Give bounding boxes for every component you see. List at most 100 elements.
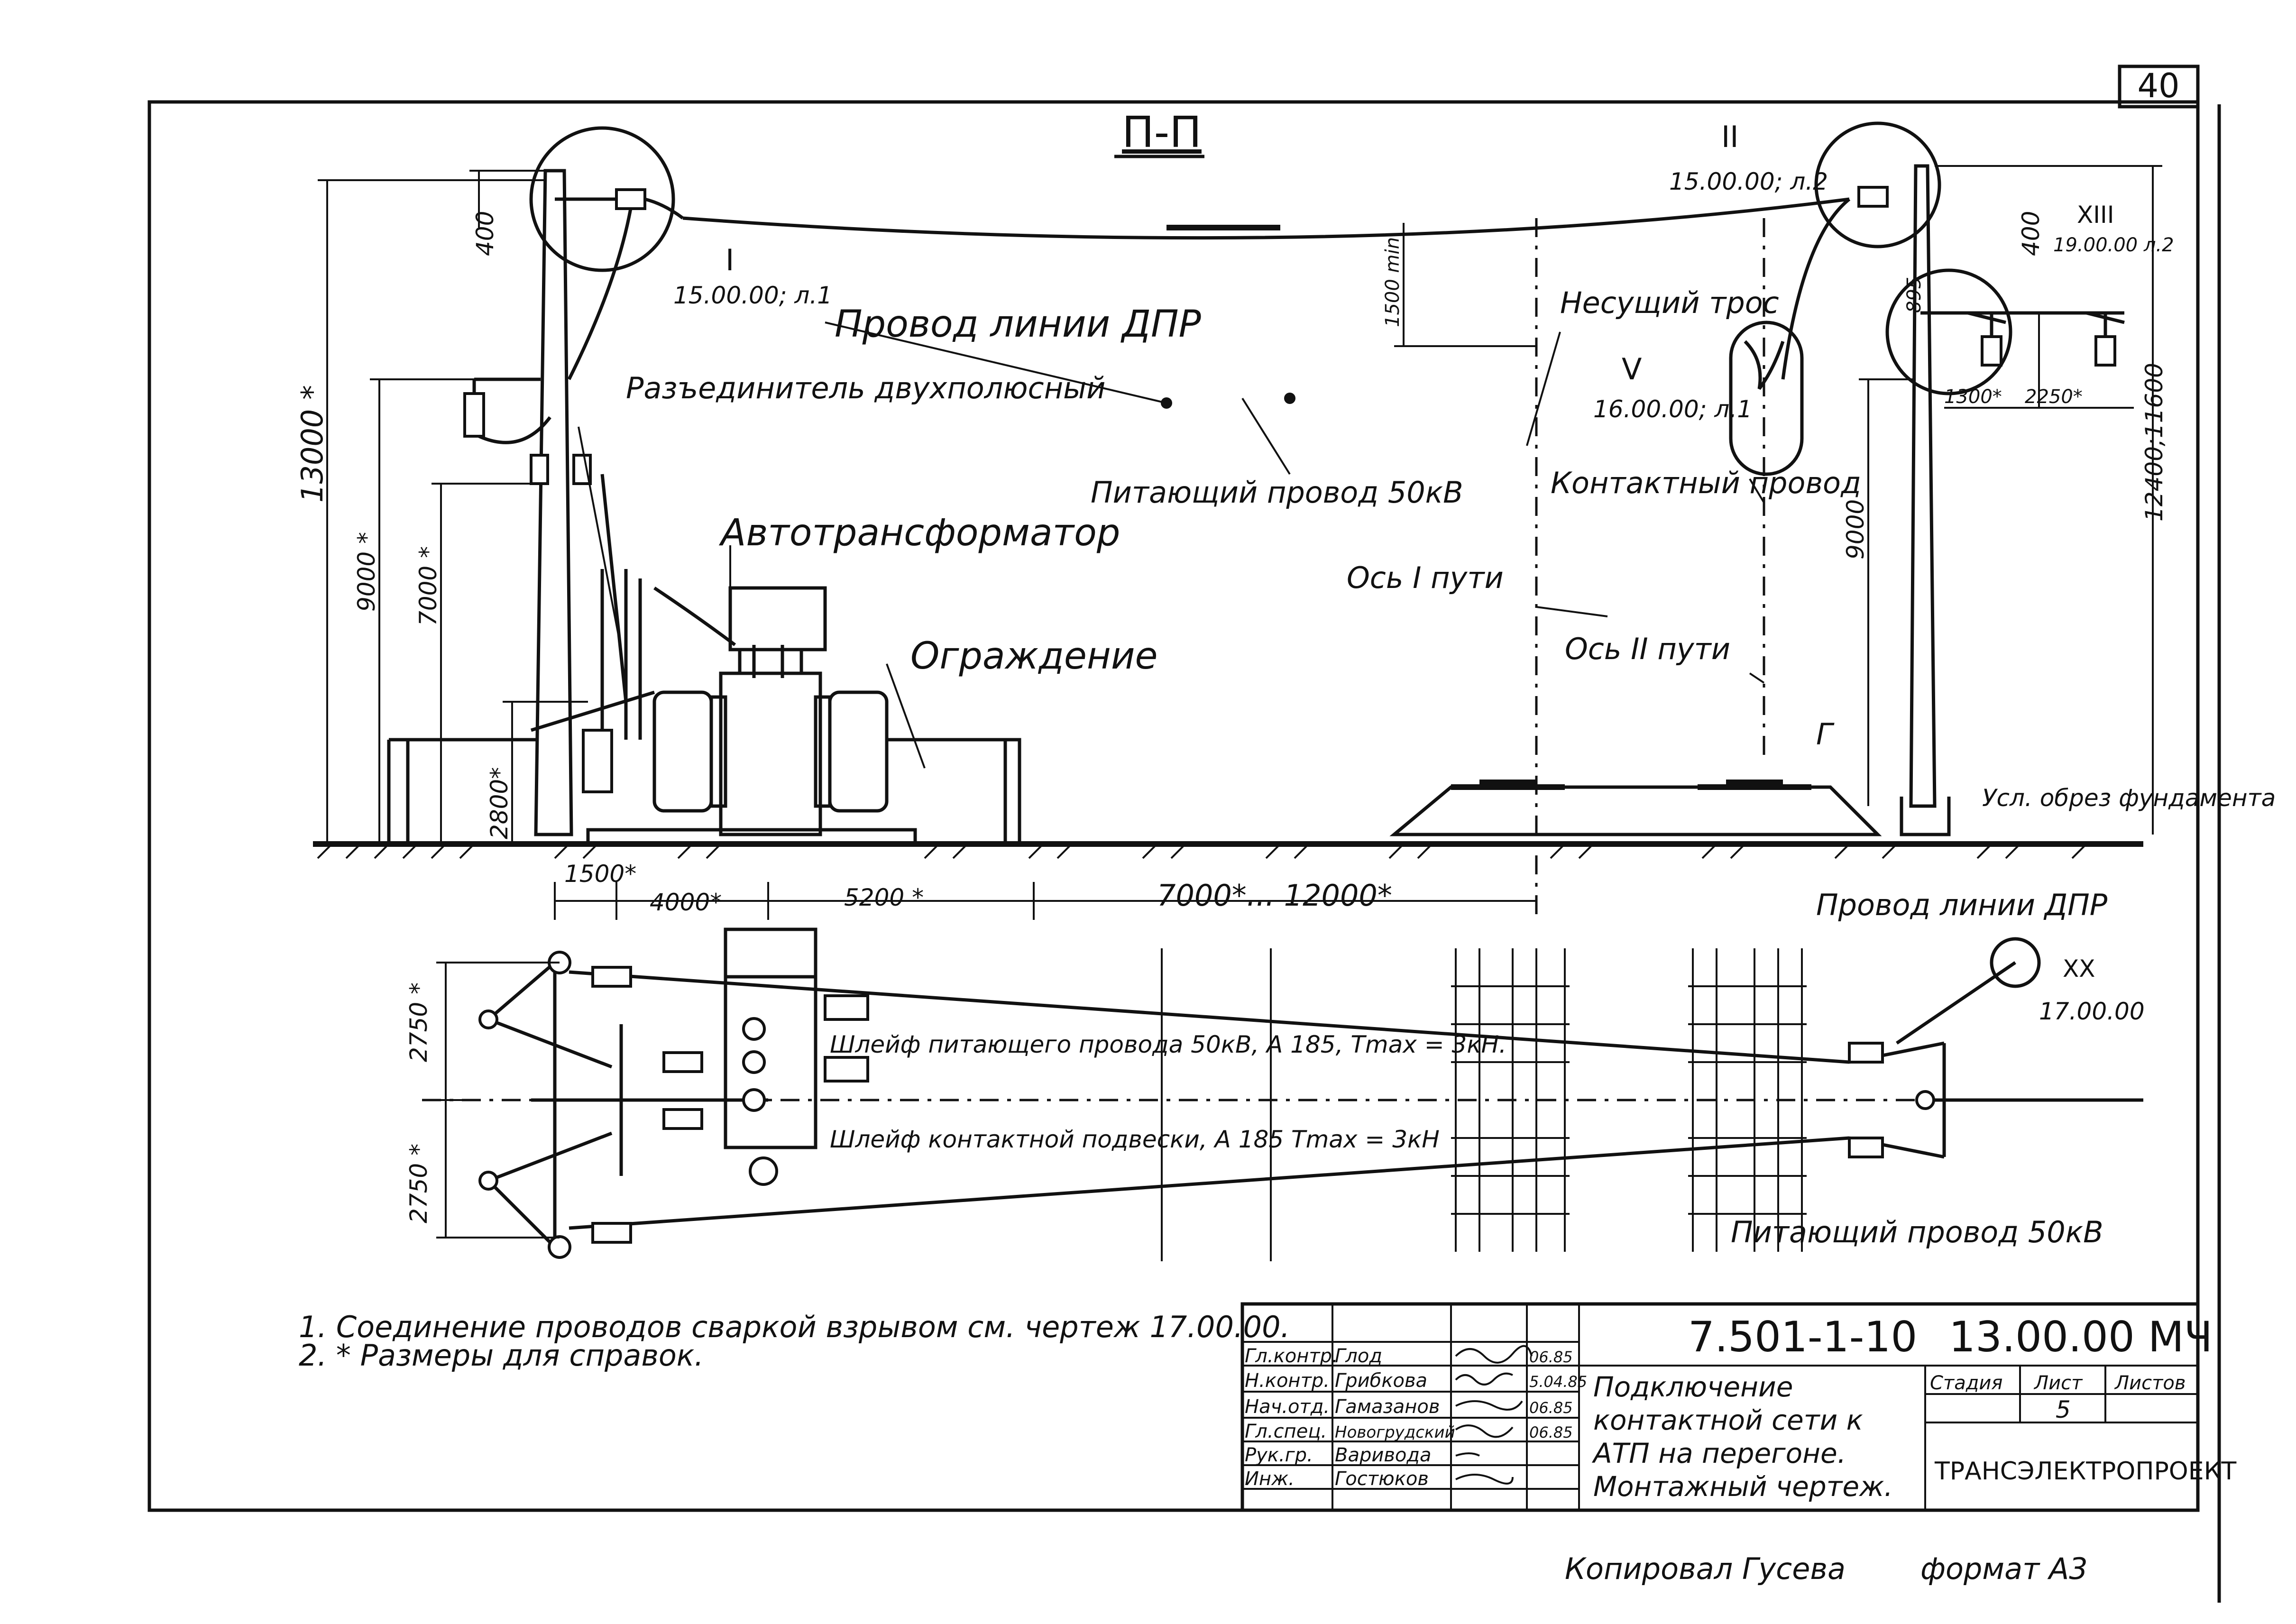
dim-400-right: 400 [2017, 211, 2045, 256]
plan-dim-lines [436, 962, 560, 1239]
stage-header: Стадия [1930, 1372, 2002, 1394]
row-role-5: Инж. [1245, 1468, 1295, 1490]
label-contact-wire: Контактный провод [1551, 466, 1861, 500]
left-pole [534, 169, 573, 836]
title-text-box: Подключение контактной сети к АТП на пер… [1593, 1371, 1893, 1503]
callout-V: V 16.00.00; л.1 [1593, 352, 1752, 423]
autotransformer-bushings [738, 645, 803, 678]
dim-2750-top: 2750 * [405, 982, 432, 1062]
dim-9000-right: 9000 [1842, 499, 1869, 560]
callout-V-ref: 16.00.00; л.1 [1593, 395, 1752, 423]
ground-hatching [317, 843, 2087, 859]
plan-transformer [724, 927, 817, 1149]
note-2: 2. * Размеры для справок. [299, 1338, 704, 1373]
row-date-1: 5.04.85 [1529, 1373, 1587, 1391]
callout-XX-roman: XX [2063, 955, 2095, 982]
right-drop-wire [1781, 198, 1851, 380]
fence-left [387, 738, 536, 844]
callout-II: II 15.00.00; л.2 [1669, 119, 1828, 195]
dim-12400: 12400;11600 [2140, 363, 2168, 522]
plan-left-pole-top [478, 1009, 498, 1029]
label-gauge: Г [1816, 717, 1835, 752]
page-number-box [2118, 64, 2200, 109]
label-dpr-line: Провод линии ДПР [835, 303, 1201, 346]
plan-right-pole [1849, 961, 2143, 1159]
callout-XIII-roman: XIII [2077, 201, 2114, 229]
page-number: 40 [2137, 66, 2179, 105]
sheets-header: Листов [2114, 1372, 2186, 1394]
disconnector-arm [472, 377, 551, 444]
label-feeder-loop: Шлейф питающего провода 50кВ, А 185, Тma… [830, 1031, 1506, 1058]
messenger-hook [1744, 340, 1785, 390]
drawing-title: Подключение контактной сети к АТП на пер… [1593, 1371, 1893, 1503]
disconnector-insulator-2 [530, 454, 549, 485]
autotransformer-top [728, 586, 827, 651]
row-name-0: Глод [1335, 1345, 1382, 1367]
row-name-1: Грибкова [1335, 1370, 1427, 1392]
plan-track-1 [1451, 948, 1570, 1252]
plan-bushing-1 [742, 1017, 766, 1041]
radiator-right [828, 690, 889, 813]
leader-dot-1 [1161, 397, 1172, 409]
plan-left-arms [487, 959, 768, 1251]
row-name-2: Гамазанов [1335, 1396, 1440, 1418]
title-block: 7.501-1-10 13.00.00 МЧ Подключение конта… [1240, 1302, 2237, 1512]
radiator-right-inner [814, 695, 832, 808]
row-role-3: Гл.спец. [1245, 1421, 1327, 1442]
label-axis-2: Ось II пути [1565, 632, 1730, 666]
plan-track-2 [1688, 948, 1807, 1252]
callout-V-roman: V [1622, 352, 1642, 386]
callout-XIII: XIII 19.00.00 л.2 [2053, 201, 2174, 256]
plan-insulator-2 [591, 1222, 632, 1244]
label-autotransformer: Автотрансформатор [718, 512, 1120, 554]
note-1: 1. Соединение проводов сваркой взрывом с… [299, 1310, 1290, 1344]
feeder-wire-span [682, 197, 1850, 240]
disconnector-rod [600, 474, 628, 702]
label-foundation-cut: Усл. обрез фундамента [1982, 784, 2276, 812]
label-messenger: Несущий трос [1560, 285, 1779, 320]
plan-insulator-1 [591, 966, 632, 988]
dim-2800: 2800* [486, 767, 513, 839]
detail-circle-II [1814, 121, 1941, 248]
plan-right-ins-1 [1848, 1042, 1884, 1064]
fence-right [887, 738, 1021, 844]
disconnector-insulator-1 [463, 392, 485, 438]
dim-9000-left: 9000 * [353, 532, 380, 612]
row-name-4: Варивода [1335, 1444, 1432, 1466]
bracket-insulator-2 [2094, 335, 2116, 367]
plan-bushing-2 [742, 1050, 766, 1074]
plan-right-node-XX [1990, 937, 2041, 988]
plan-bushing-3 [742, 1088, 766, 1112]
plan-feeder-top [569, 970, 1850, 1064]
right-pole-foot [1900, 797, 1951, 836]
detail-circle-XIII [1885, 268, 2012, 395]
right-pole [1909, 164, 1937, 808]
plan-pole-bottom [548, 1235, 571, 1259]
transformer-lead [653, 587, 736, 646]
plan-right-center [1915, 1090, 1935, 1110]
callout-XIII-ref: 19.00.00 л.2 [2053, 234, 2174, 256]
dim-400-left: 400 [471, 211, 499, 256]
row-role-2: Нач.отд. [1245, 1396, 1330, 1418]
signature-rows: Гл.контр. Глод 06.85 Н.контр. Грибкова 5… [1245, 1345, 1587, 1490]
drive-mechanism [582, 729, 613, 793]
callout-I: I 15.00.00; л.1 [673, 243, 832, 309]
left-top-insulator [615, 188, 646, 210]
section-label: П-П [1122, 108, 1202, 157]
dim-lines-right [1394, 165, 2162, 835]
detail-oval-V [1729, 321, 1804, 476]
label-disconnector: Разъединитель двухполюсный [626, 371, 1105, 405]
dim-1300: 1300* [1944, 386, 2002, 408]
row-role-0: Гл.контр. [1245, 1345, 1338, 1367]
radiator-left-inner [709, 695, 727, 808]
label-fence: Ограждение [910, 635, 1158, 678]
format: формат А3 [1920, 1551, 2088, 1586]
plan-insulator-4 [662, 1108, 703, 1130]
row-date-0: 06.85 [1529, 1348, 1573, 1366]
signatures [1455, 1345, 1533, 1485]
label-dpr-line-plan: Провод линии ДПР [1816, 888, 2108, 922]
label-axis-1: Ось I пути [1347, 560, 1504, 595]
row-role-1: Н.контр. [1245, 1370, 1330, 1392]
sleepers [1451, 780, 1811, 790]
